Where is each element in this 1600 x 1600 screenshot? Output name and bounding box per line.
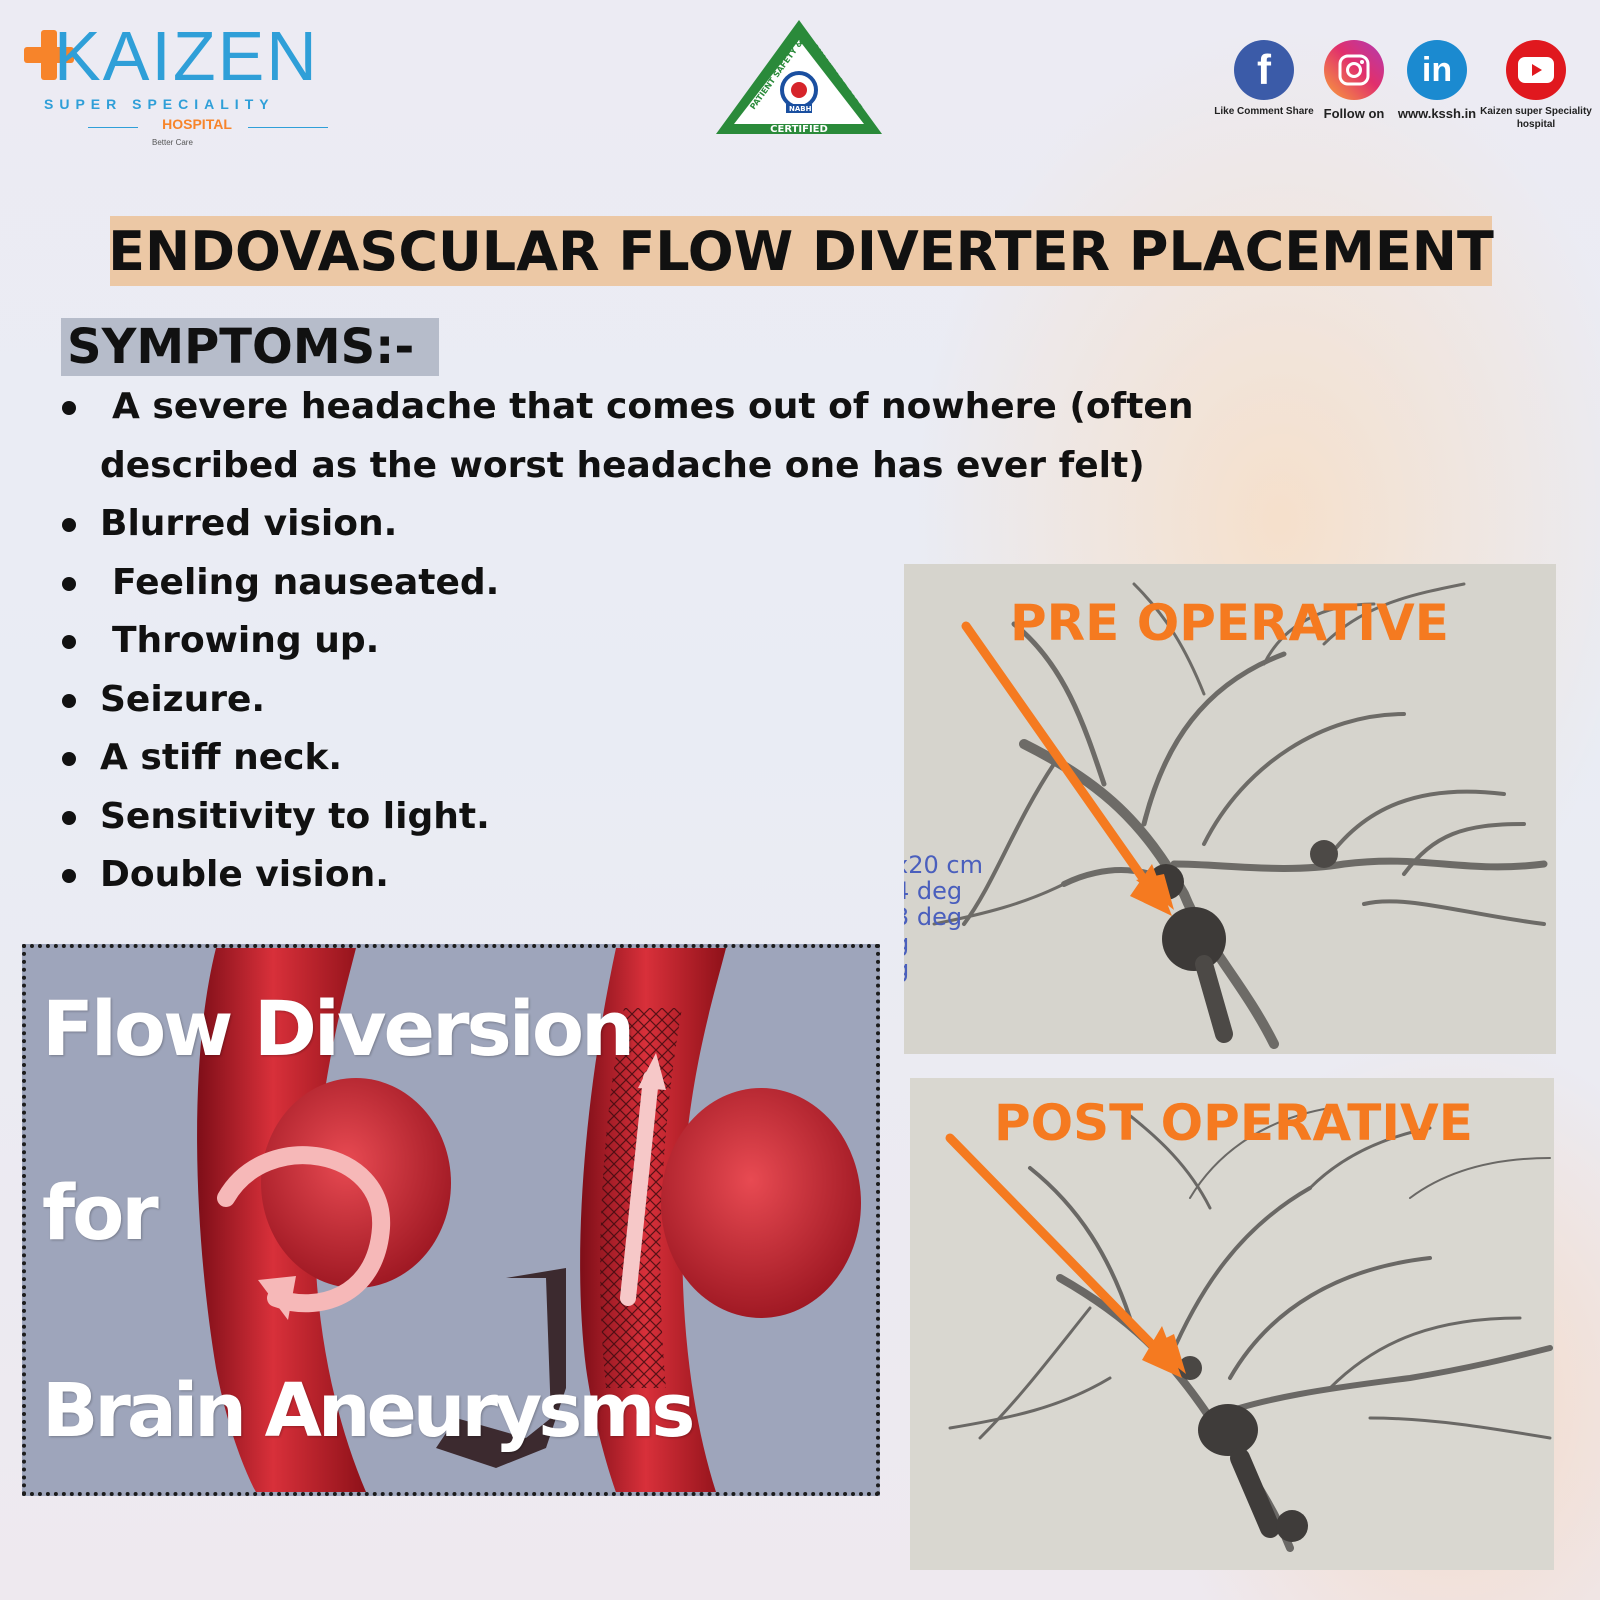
logo-wordmark: KAIZEN bbox=[54, 17, 319, 95]
social-facebook[interactable]: f Like Comment Share bbox=[1204, 40, 1324, 119]
social-caption: Like Comment Share bbox=[1214, 106, 1314, 117]
page-title: ENDOVASCULAR FLOW DIVERTER PLACEMENT bbox=[108, 219, 1494, 283]
flow-title-line1: Flow Diversion bbox=[42, 984, 635, 1073]
title-banner: ENDOVASCULAR FLOW DIVERTER PLACEMENT bbox=[108, 216, 1494, 286]
angiogram-vessels bbox=[945, 1106, 1553, 1552]
list-item: Throwing up. bbox=[56, 612, 1306, 671]
scan-line: x20 cm bbox=[904, 851, 983, 879]
social-linkedin[interactable]: in www.kssh.in bbox=[1377, 40, 1497, 122]
symptom-list: A severe headache that comes out of nowh… bbox=[56, 378, 1306, 905]
logo-tagline: Better Care bbox=[152, 138, 193, 147]
list-item: Double vision. bbox=[56, 846, 1306, 905]
scan-line: g bbox=[904, 956, 983, 982]
nabh-certified-badge: PATIENT SAFETY & QUALITY OF CARE NABH CE… bbox=[714, 18, 884, 136]
list-item: Blurred vision. bbox=[56, 495, 1306, 554]
post-operative-angiogram: POST OPERATIVE bbox=[910, 1078, 1554, 1570]
list-item: Seizure. bbox=[56, 671, 1306, 730]
divider bbox=[248, 127, 328, 128]
symptoms-heading: SYMPTOMS:- bbox=[67, 319, 415, 375]
badge-center-text: NABH bbox=[789, 105, 812, 113]
pre-operative-angiogram: PRE OPERATIVE x20 cm 4 deg 3 deg g g bbox=[904, 564, 1556, 1054]
aneurysm-illustration bbox=[197, 948, 861, 1492]
instagram-icon[interactable] bbox=[1324, 40, 1384, 100]
post-operative-label: POST OPERATIVE bbox=[994, 1094, 1473, 1152]
social-caption: Kaizen super Speciality hospital bbox=[1480, 106, 1592, 130]
angiogram-vessels bbox=[932, 582, 1548, 1049]
youtube-icon[interactable] bbox=[1506, 40, 1566, 100]
symptom-text: Double vision. bbox=[100, 854, 389, 895]
badge-bottom-text: CERTIFIED bbox=[770, 124, 828, 135]
symptoms-heading-box: SYMPTOMS:- bbox=[61, 318, 439, 376]
plus-cross-icon bbox=[24, 30, 74, 80]
symptom-text: Blurred vision. bbox=[100, 503, 398, 544]
list-item: Sensitivity to light. bbox=[56, 788, 1306, 847]
scan-line: g bbox=[904, 930, 983, 956]
logo-subtitle: SUPER SPECIALITY bbox=[44, 96, 275, 112]
scan-line: 3 deg bbox=[904, 903, 963, 931]
facebook-icon[interactable]: f bbox=[1234, 40, 1294, 100]
scan-line: 4 deg bbox=[904, 877, 963, 905]
social-caption: www.kssh.in bbox=[1397, 106, 1477, 121]
flow-title-line3: Brain Aneurysms bbox=[42, 1368, 695, 1454]
divider bbox=[88, 127, 138, 128]
symptom-text: Seizure. bbox=[100, 678, 266, 720]
logo-hospital-row: HOSPITAL bbox=[88, 116, 328, 138]
list-item: Feeling nauseated. bbox=[56, 554, 1306, 613]
social-instagram[interactable]: Follow on bbox=[1294, 40, 1414, 122]
symptom-text: Feeling nauseated. bbox=[112, 561, 500, 603]
list-item: A stiff neck. bbox=[56, 729, 1306, 788]
symptom-text: A severe headache that comes out of nowh… bbox=[100, 386, 1194, 486]
social-caption: Follow on bbox=[1323, 106, 1385, 121]
symptom-text: Sensitivity to light. bbox=[100, 795, 490, 837]
logo-hospital: HOSPITAL bbox=[162, 116, 232, 132]
linkedin-icon[interactable]: in bbox=[1407, 40, 1467, 100]
symptom-text: A stiff neck. bbox=[100, 737, 343, 778]
pre-operative-label: PRE OPERATIVE bbox=[1010, 594, 1449, 652]
scan-overlay-text: x20 cm 4 deg 3 deg g g bbox=[904, 852, 983, 982]
list-item: A severe headache that comes out of nowh… bbox=[56, 378, 1306, 495]
nabh-triangle-icon: PATIENT SAFETY & QUALITY OF CARE NABH CE… bbox=[716, 20, 882, 135]
flow-diversion-illustration: Flow Diversion for Brain Aneurysms bbox=[22, 944, 880, 1496]
symptom-text: Throwing up. bbox=[112, 620, 380, 661]
hospital-logo: KAIZEN SUPER SPECIALITY HOSPITAL Better … bbox=[24, 17, 328, 148]
flow-title-line2: for bbox=[42, 1168, 159, 1257]
social-youtube[interactable]: Kaizen super Speciality hospital bbox=[1476, 40, 1596, 131]
